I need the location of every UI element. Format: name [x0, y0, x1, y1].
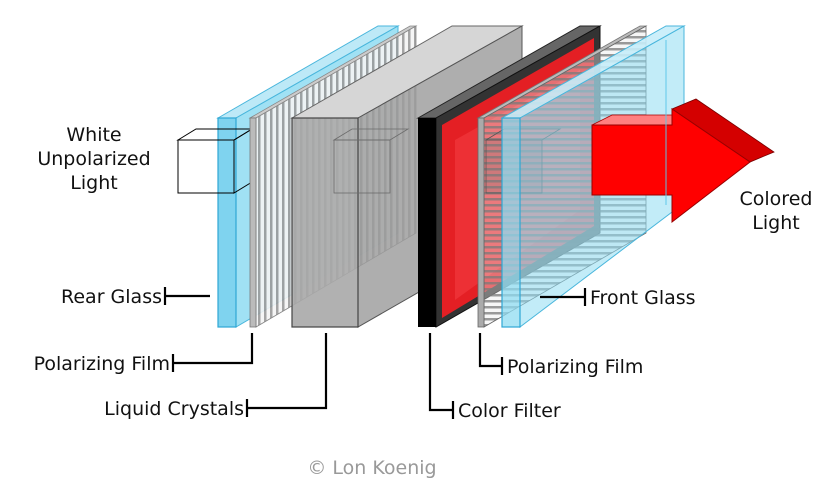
- label-colored-line2: Light: [752, 212, 799, 234]
- label-colored-line1: Colored: [740, 188, 813, 210]
- label-white-line3: Light: [70, 172, 117, 194]
- colored-light-arrow: [591, 40, 775, 224]
- label-polarizing-film-rear: Polarizing Film: [34, 353, 170, 375]
- label-liquid-crystals: Liquid Crystals: [104, 398, 244, 420]
- label-front-glass: Front Glass: [590, 287, 696, 309]
- label-polarizing-film-front: Polarizing Film: [507, 356, 643, 378]
- label-color-filter: Color Filter: [458, 400, 561, 422]
- leader-lines: [163, 287, 587, 419]
- label-rear-glass: Rear Glass: [61, 286, 162, 308]
- label-white-line1: White: [66, 124, 121, 146]
- label-white-line2: Unpolarized: [37, 148, 150, 170]
- copyright-credit: © Lon Koenig: [307, 457, 436, 479]
